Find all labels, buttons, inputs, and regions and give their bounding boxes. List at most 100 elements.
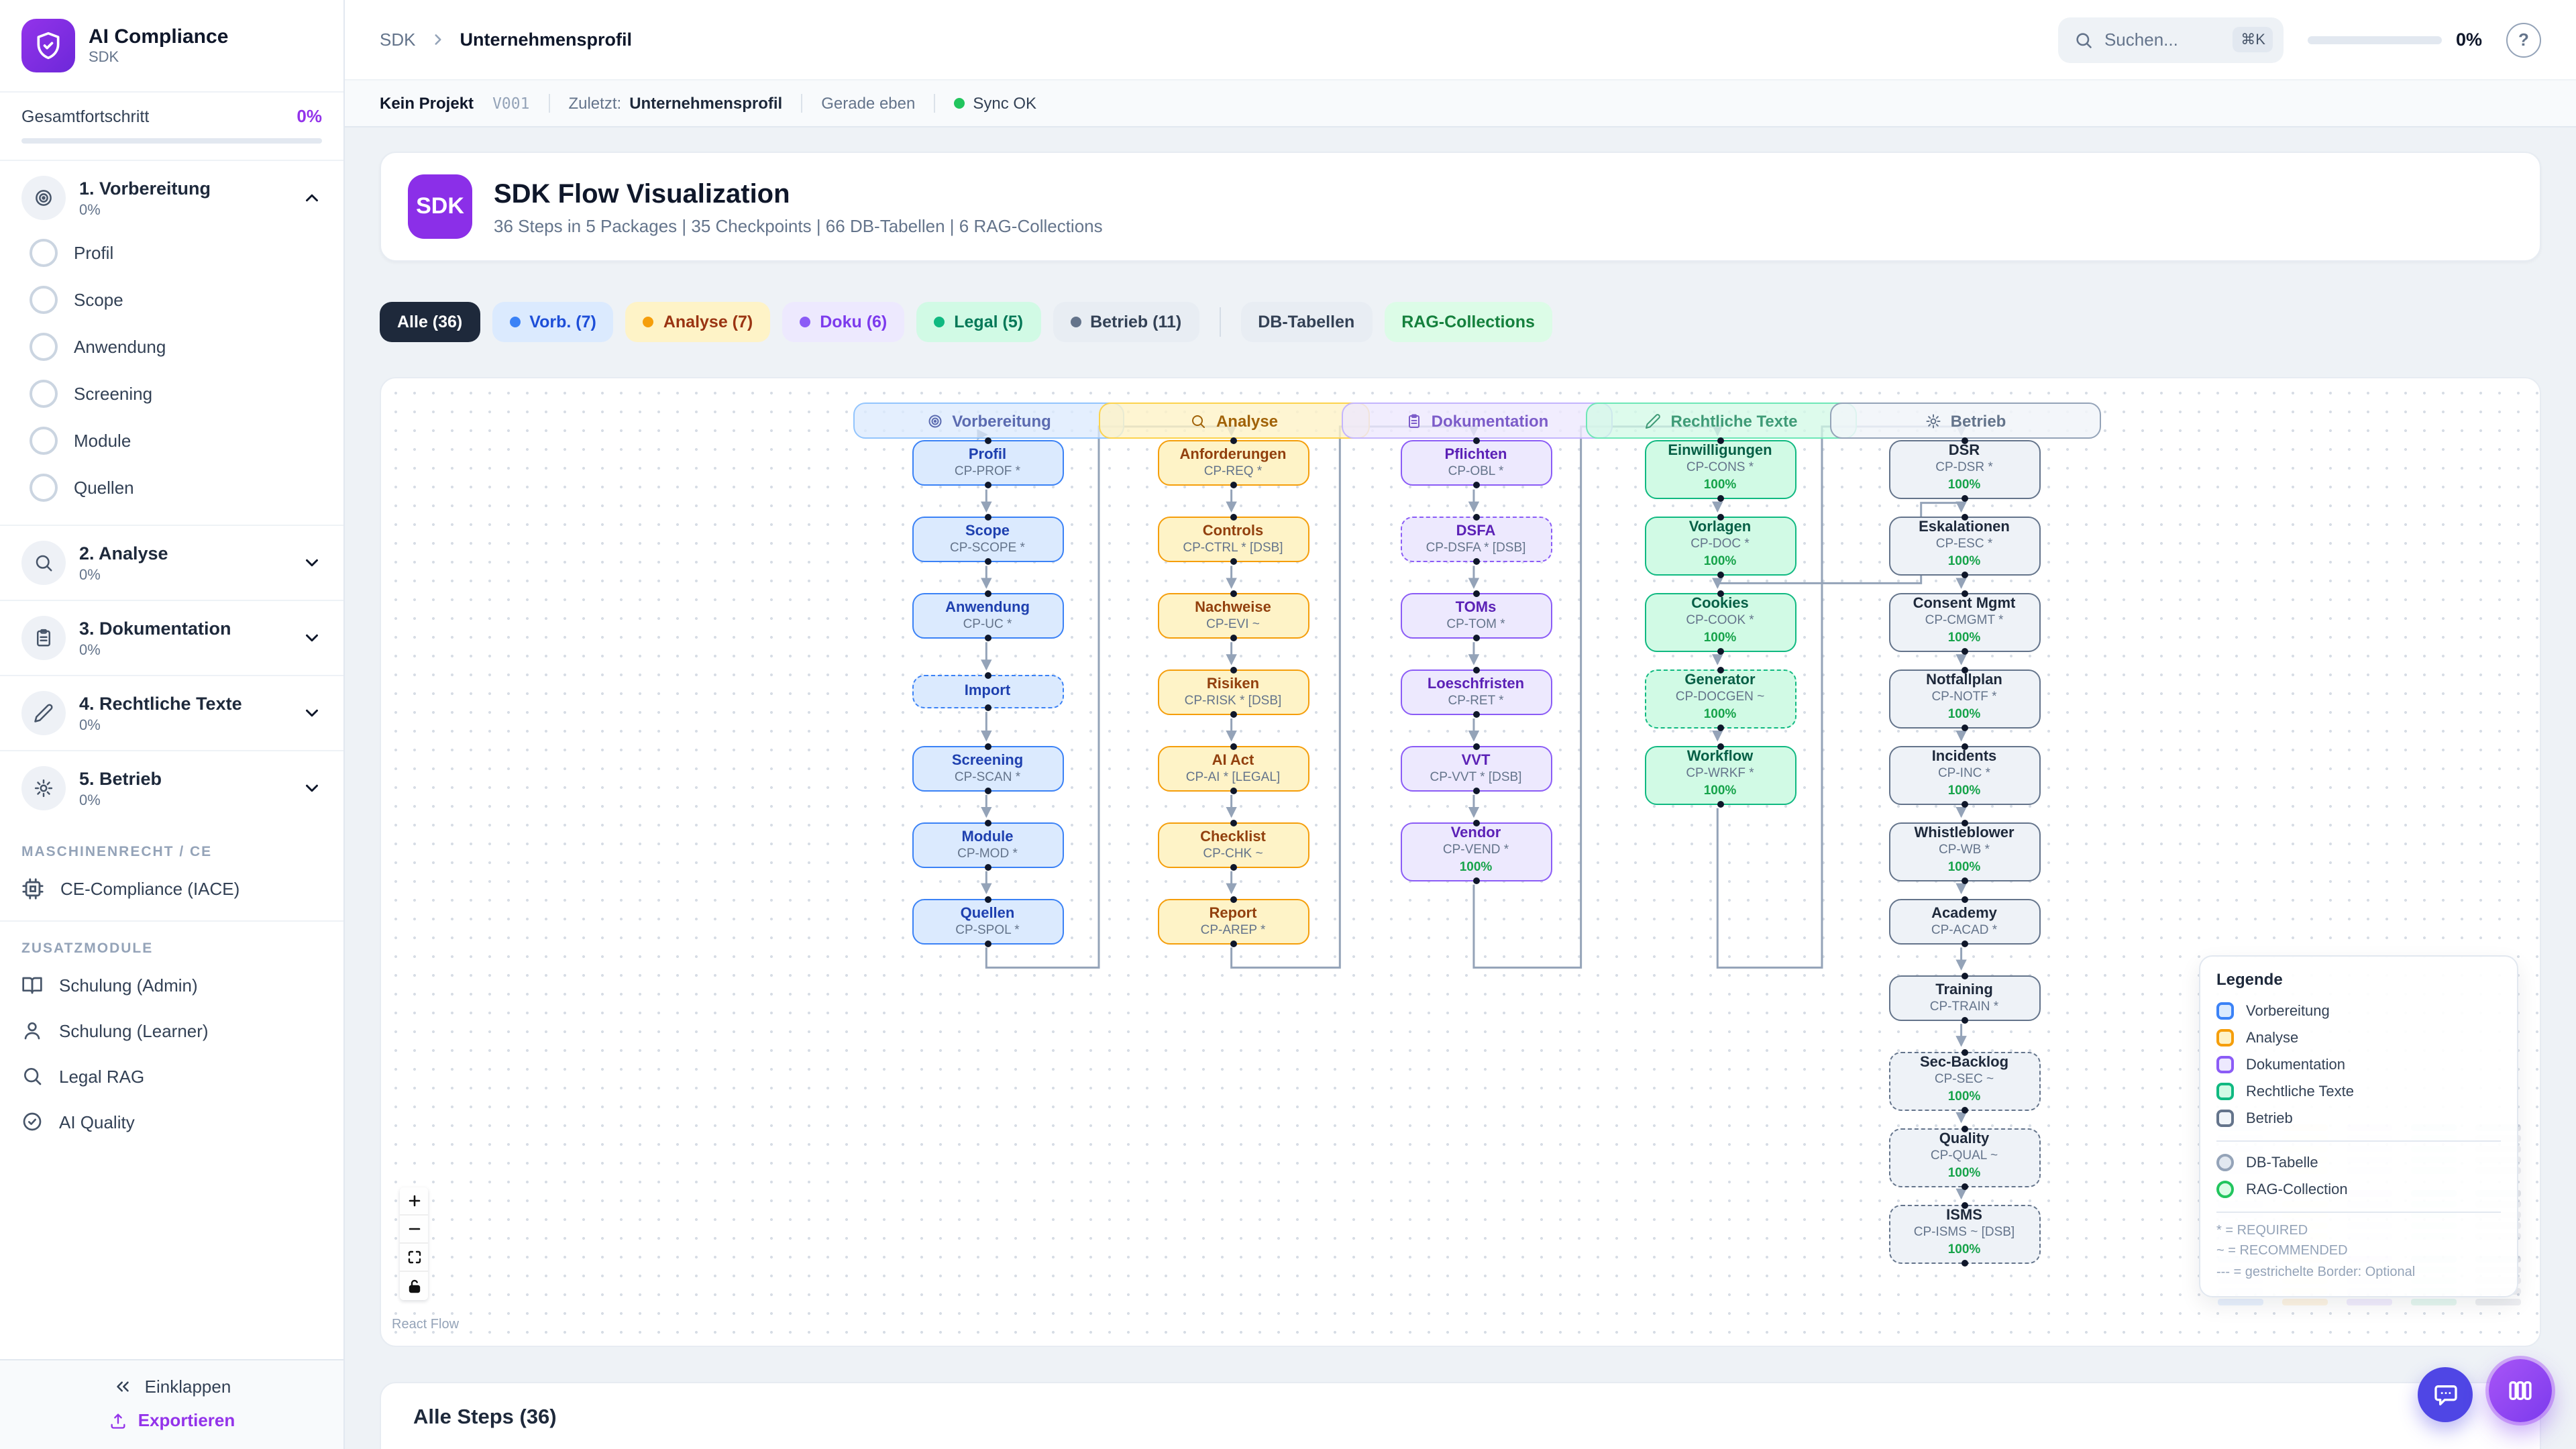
collapse-sidebar-button[interactable]: Einklappen xyxy=(113,1377,231,1397)
topbar-progress: 0% xyxy=(2308,30,2482,50)
sidebar-step-scope[interactable]: Scope xyxy=(24,276,327,323)
node-progress: 100% xyxy=(1947,784,1981,799)
legend-swatch-db xyxy=(2216,1154,2234,1171)
sidebar-step-screening[interactable]: Screening xyxy=(24,370,327,417)
flow-node-import[interactable]: Import xyxy=(912,672,1063,711)
panels-fab[interactable] xyxy=(2489,1359,2552,1422)
search-input[interactable]: Suchen... ⌘K xyxy=(2058,17,2284,62)
filter-chip-betrieb[interactable]: Betrieb (11) xyxy=(1053,302,1199,342)
sidebar-step-module[interactable]: Module xyxy=(24,417,327,464)
shield-check-icon xyxy=(34,31,63,60)
filter-chip-db[interactable]: DB-Tabellen xyxy=(1240,302,1373,342)
section-machine-label: MASCHINENRECHT / CE xyxy=(21,844,213,860)
node-code: CP-DOCGEN ~ xyxy=(1675,689,1765,704)
node-code: CP-REQ * xyxy=(1203,464,1263,479)
flow-column-header-vorbereitung[interactable]: Vorbereitung xyxy=(853,402,1124,439)
sidebar-phase-2[interactable]: 2. Analyse 0% xyxy=(16,534,327,592)
node-progress: 100% xyxy=(1703,631,1737,646)
filter-chip-legal[interactable]: Legal (5) xyxy=(916,302,1041,342)
sidebar-phase-4[interactable]: 4. Rechtliche Texte 0% xyxy=(16,684,327,742)
zoom-out-button[interactable] xyxy=(400,1216,428,1244)
book-icon xyxy=(21,974,43,996)
node-title: Checklist xyxy=(1200,828,1266,845)
sidebar-phase-1[interactable]: 1. Vorbereitung 0% xyxy=(16,169,327,227)
flow-column-header-analyse[interactable]: Analyse xyxy=(1099,402,1370,439)
sidebar-step-quellen[interactable]: Quellen xyxy=(24,464,327,511)
filter-chip-vorb[interactable]: Vorb. (7) xyxy=(492,302,614,342)
step-label: Module xyxy=(74,431,131,451)
sidebar-item-ai-quality[interactable]: AI Quality xyxy=(0,1099,343,1144)
sidebar-item-legal-rag[interactable]: Legal RAG xyxy=(0,1053,343,1099)
export-button[interactable]: Exportieren xyxy=(109,1410,235,1430)
node-code: CP-COOK * xyxy=(1686,612,1754,628)
help-button[interactable]: ? xyxy=(2506,22,2541,57)
last-label: Zuletzt: xyxy=(568,94,622,113)
lock-button[interactable] xyxy=(400,1272,428,1300)
filter-chip-analyse[interactable]: Analyse (7) xyxy=(625,302,771,342)
filter-chip-rag[interactable]: RAG-Collections xyxy=(1384,302,1552,342)
filter-chip-all[interactable]: Alle (36) xyxy=(380,302,480,342)
step-label: Scope xyxy=(74,290,123,310)
sidebar-step-anwendung[interactable]: Anwendung xyxy=(24,323,327,370)
gear-icon xyxy=(1925,413,1941,429)
app-logo xyxy=(21,19,75,72)
sidebar-step-profil[interactable]: Profil xyxy=(24,229,327,276)
filter-chip-doku[interactable]: Doku (6) xyxy=(782,302,905,342)
flow-column-header-rechtliche-texte[interactable]: Rechtliche Texte xyxy=(1586,402,1857,439)
flow-column-header-dokumentation[interactable]: Dokumentation xyxy=(1342,402,1613,439)
sidebar-phase-5[interactable]: 5. Betrieb 0% xyxy=(16,759,327,817)
node-code: CP-UC * xyxy=(963,616,1012,632)
cpu-icon xyxy=(21,877,44,900)
chat-fab[interactable] xyxy=(2418,1367,2473,1422)
sidebar-item-schulung-learner-[interactable]: Schulung (Learner) xyxy=(0,1008,343,1053)
node-progress: 100% xyxy=(1947,478,1981,493)
zoom-in-button[interactable] xyxy=(400,1187,428,1216)
sidebar-item-ce-compliance[interactable]: CE-Compliance (IACE) xyxy=(0,865,343,912)
legend-swatch-violet xyxy=(2216,1056,2234,1073)
breadcrumb-root[interactable]: SDK xyxy=(380,30,416,50)
sidebar-item-schulung-admin-[interactable]: Schulung (Admin) xyxy=(0,962,343,1008)
sidebar-phase-3[interactable]: 3. Dokumentation 0% xyxy=(16,609,327,667)
sync-status: Sync OK xyxy=(973,94,1037,113)
node-code: CP-PROF * xyxy=(954,464,1021,479)
fit-view-button[interactable] xyxy=(400,1244,428,1272)
flow-column-header-betrieb[interactable]: Betrieb xyxy=(1830,402,2101,439)
sidebar-item-label: Schulung (Admin) xyxy=(59,975,198,995)
